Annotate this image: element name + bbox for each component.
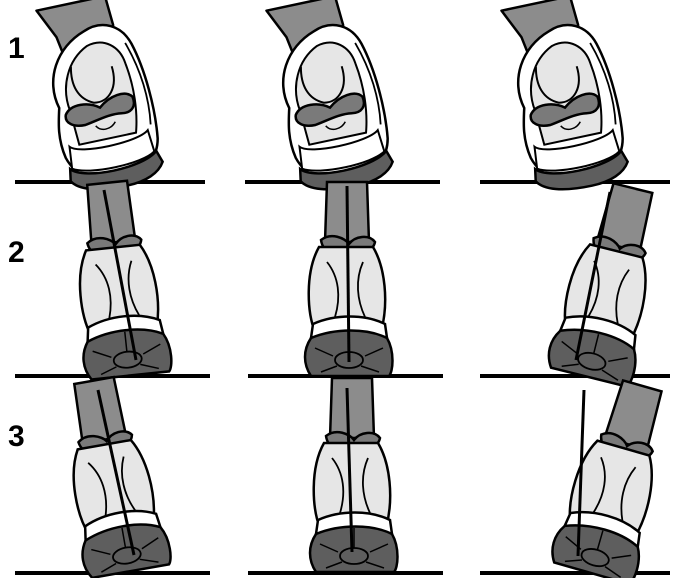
foot-r3-c1 (53, 373, 173, 578)
foot-r3-c2 (310, 378, 398, 572)
foot-r2-c3 (545, 178, 677, 387)
foot-r2-c1 (65, 178, 172, 380)
row-label-2: 2 (8, 236, 25, 269)
foot-r3-c3 (548, 374, 679, 578)
row-label-1: 1 (8, 32, 25, 65)
foot-r1-c3 (498, 0, 633, 197)
alignment-line-r2-c2 (347, 186, 349, 362)
foot-r1-c1 (33, 0, 168, 197)
foot-r1-c2 (263, 0, 398, 197)
row-label-3: 3 (8, 420, 25, 453)
